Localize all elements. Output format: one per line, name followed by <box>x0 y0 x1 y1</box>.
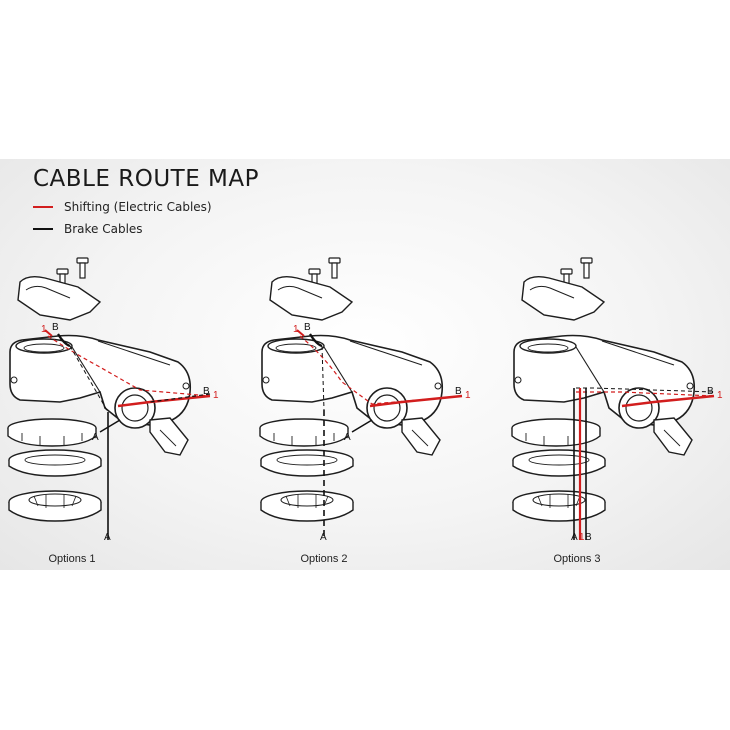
option-3-label: Options 3 <box>553 553 601 565</box>
opt3-marker-front-b: B <box>707 386 714 397</box>
option-1-assembly <box>7 257 211 540</box>
opt1-marker-top-b: B <box>52 322 59 333</box>
opt3-marker-bottom-b: B <box>585 532 592 543</box>
opt2-marker-side-a: A <box>344 432 351 443</box>
opt3-marker-bottom-1: 1 <box>579 532 585 543</box>
option-2-assembly <box>259 257 463 540</box>
option-2-label: Options 2 <box>300 553 348 565</box>
legend-swatch-black <box>33 228 53 230</box>
legend-label-brake: Brake Cables <box>64 222 143 236</box>
opt3-marker-bottom-a: A <box>571 532 578 543</box>
opt3-marker-front-1: 1 <box>717 390 723 401</box>
legend-label-shifting: Shifting (Electric Cables) <box>64 200 212 214</box>
opt1-marker-front-1: 1 <box>213 390 219 401</box>
opt1-marker-bottom-a: A <box>104 532 111 543</box>
opt2-marker-top-b: B <box>304 322 311 333</box>
legend-swatch-red <box>33 206 53 208</box>
opt1-marker-front-b: B <box>203 386 210 397</box>
opt1-marker-top-1: 1 <box>41 324 47 335</box>
opt2-marker-front-b: B <box>455 386 462 397</box>
opt2-marker-top-1: 1 <box>293 324 299 335</box>
option-3-assembly <box>511 257 715 540</box>
legend-item-brake: Brake Cables <box>33 220 143 238</box>
option-1-label: Options 1 <box>48 553 96 565</box>
opt2-marker-front-1: 1 <box>465 390 471 401</box>
opt1-marker-side-a: A <box>92 432 99 443</box>
opt2-marker-bottom-a: A <box>320 532 327 543</box>
legend-item-shifting: Shifting (Electric Cables) <box>33 198 212 216</box>
diagram-title: CABLE ROUTE MAP <box>33 166 259 192</box>
